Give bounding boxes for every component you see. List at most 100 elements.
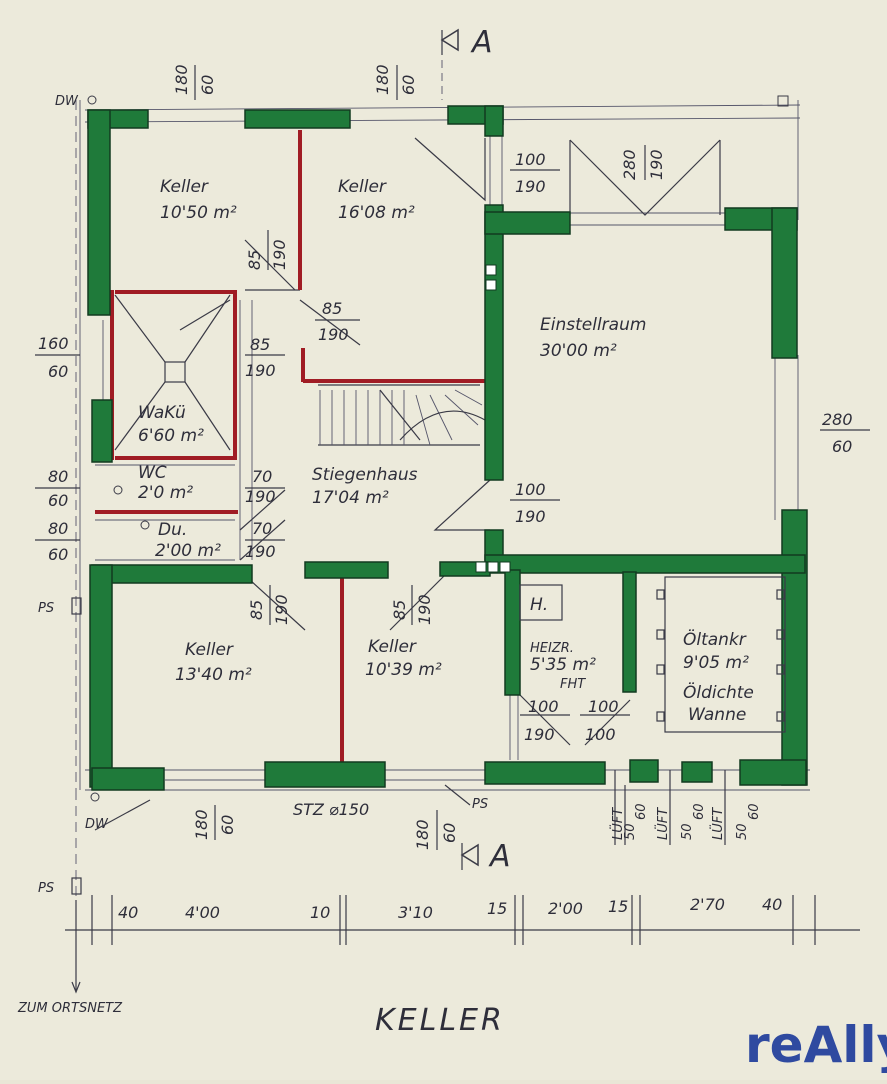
svg-text:80: 80 bbox=[48, 519, 68, 538]
opening-heizr-door: 100 190 bbox=[520, 697, 570, 744]
svg-text:160: 160 bbox=[38, 334, 69, 353]
opening-top-left: 180 60 bbox=[172, 64, 217, 100]
svg-text:190: 190 bbox=[318, 325, 349, 344]
ps-box-bottom bbox=[71, 877, 82, 895]
opening-top-middle: 180 60 bbox=[373, 64, 418, 100]
svg-text:60: 60 bbox=[832, 437, 852, 456]
svg-text:60: 60 bbox=[440, 823, 459, 843]
svg-text:190: 190 bbox=[245, 361, 276, 380]
dim-2: 10 bbox=[310, 903, 330, 922]
svg-text:100: 100 bbox=[515, 480, 546, 499]
dim-8: 40 bbox=[762, 895, 782, 914]
svg-text:190: 190 bbox=[524, 725, 555, 744]
section-marker-top bbox=[440, 28, 459, 100]
svg-text:60: 60 bbox=[48, 362, 68, 381]
room-stiegenhaus-area: 17'04 m² bbox=[312, 488, 389, 508]
room-einstellraum-name: Einstellraum bbox=[540, 315, 646, 335]
svg-text:60: 60 bbox=[48, 491, 68, 510]
room-heizr-name: HEIZR. bbox=[530, 641, 574, 656]
label-stz: STZ ⌀150 bbox=[293, 800, 369, 819]
section-marker-bottom bbox=[460, 843, 479, 870]
svg-text:60: 60 bbox=[747, 803, 762, 820]
brand-logo: reAlly bbox=[745, 1016, 887, 1074]
svg-text:180: 180 bbox=[192, 809, 211, 840]
dim-7: 2'70 bbox=[690, 895, 725, 914]
room-du-area: 2'00 m² bbox=[155, 541, 221, 561]
svg-text:50: 50 bbox=[680, 823, 695, 840]
opening-oltank-door: 100 100 bbox=[580, 697, 630, 744]
svg-text:80: 80 bbox=[48, 467, 68, 486]
svg-text:100: 100 bbox=[515, 150, 546, 169]
svg-text:85: 85 bbox=[245, 250, 264, 270]
opening-wc-door: 70 190 bbox=[245, 467, 285, 506]
room-stiegenhaus-name: Stiegenhaus bbox=[312, 465, 418, 485]
heating-unit bbox=[519, 584, 563, 621]
svg-text:180: 180 bbox=[373, 64, 392, 95]
ps-box-left bbox=[71, 597, 82, 615]
svg-text:60: 60 bbox=[634, 803, 649, 820]
heating-unit-label: H. bbox=[530, 595, 548, 615]
svg-text:60: 60 bbox=[198, 75, 217, 95]
svg-text:60: 60 bbox=[218, 815, 237, 835]
room-keller3-name: Keller bbox=[185, 640, 234, 660]
ventilation-openings: LÜFT 50 60 LÜFT 50 60 LÜFT 50 60 bbox=[609, 770, 762, 845]
dim-3: 3'10 bbox=[398, 903, 433, 922]
svg-text:190: 190 bbox=[647, 149, 666, 180]
opening-left-window: 160 60 bbox=[35, 334, 80, 381]
svg-text:60: 60 bbox=[399, 75, 418, 95]
room-keller3-area: 13'40 m² bbox=[175, 665, 252, 685]
svg-text:85: 85 bbox=[390, 600, 409, 620]
room-oltank-extra2: Wanne bbox=[688, 705, 746, 725]
svg-text:LÜFT: LÜFT bbox=[654, 807, 671, 840]
label-dw-bottom: DW bbox=[85, 817, 109, 832]
room-keller1-name: Keller bbox=[160, 177, 209, 197]
label-ps-left: PS bbox=[38, 601, 54, 616]
opening-garage-door: 280 190 bbox=[620, 145, 666, 180]
room-waku-name: WaKü bbox=[138, 403, 186, 423]
room-heizr-extra: FHT bbox=[560, 677, 586, 692]
room-wc-name: WC bbox=[138, 463, 167, 483]
dim-6: 15 bbox=[608, 897, 628, 916]
opening-keller2-inner-door: 85 190 bbox=[315, 299, 360, 344]
opening-du-window: 80 60 bbox=[35, 519, 80, 564]
dim-4: 15 bbox=[487, 899, 507, 918]
svg-text:85: 85 bbox=[247, 600, 266, 620]
room-keller2-area: 16'08 m² bbox=[338, 203, 415, 223]
svg-text:85: 85 bbox=[250, 335, 270, 354]
svg-text:280: 280 bbox=[822, 410, 853, 429]
dw-leader bbox=[94, 799, 151, 831]
svg-text:190: 190 bbox=[515, 507, 546, 526]
svg-text:190: 190 bbox=[245, 542, 276, 561]
waku-shaft bbox=[114, 294, 231, 451]
room-oltank-name: Öltankr bbox=[683, 628, 747, 650]
ortsnetz-arrow bbox=[71, 900, 81, 994]
opening-stair-door: 100 190 bbox=[510, 480, 560, 526]
svg-text:100: 100 bbox=[528, 697, 559, 716]
opening-du-door: 70 190 bbox=[245, 519, 285, 561]
dimension-chain bbox=[65, 895, 860, 945]
opening-keller1-door: 85 190 bbox=[245, 230, 289, 270]
dim-0: 40 bbox=[118, 903, 138, 922]
room-keller4-area: 10'39 m² bbox=[365, 660, 442, 680]
label-dw-top: DW bbox=[55, 94, 79, 109]
opening-keller3-door: 85 190 bbox=[247, 585, 291, 625]
construction-lines bbox=[75, 100, 810, 990]
svg-text:100: 100 bbox=[585, 725, 616, 744]
room-oltank-area: 9'05 m² bbox=[683, 653, 749, 673]
room-du-name: Du. bbox=[158, 520, 187, 540]
svg-text:100: 100 bbox=[588, 697, 619, 716]
svg-text:180: 180 bbox=[413, 819, 432, 850]
room-keller2-name: Keller bbox=[338, 177, 387, 197]
svg-text:85: 85 bbox=[322, 299, 342, 318]
opening-keller2-door: 100 190 bbox=[510, 150, 560, 196]
svg-text:70: 70 bbox=[252, 467, 272, 486]
label-zum-ortsnetz: ZUM ORTSNETZ bbox=[17, 1001, 123, 1016]
door-swings bbox=[239, 137, 721, 746]
interior-walls bbox=[95, 130, 485, 762]
room-heizr-area: 5'35 m² bbox=[530, 655, 596, 675]
dim-5: 2'00 bbox=[548, 899, 583, 918]
